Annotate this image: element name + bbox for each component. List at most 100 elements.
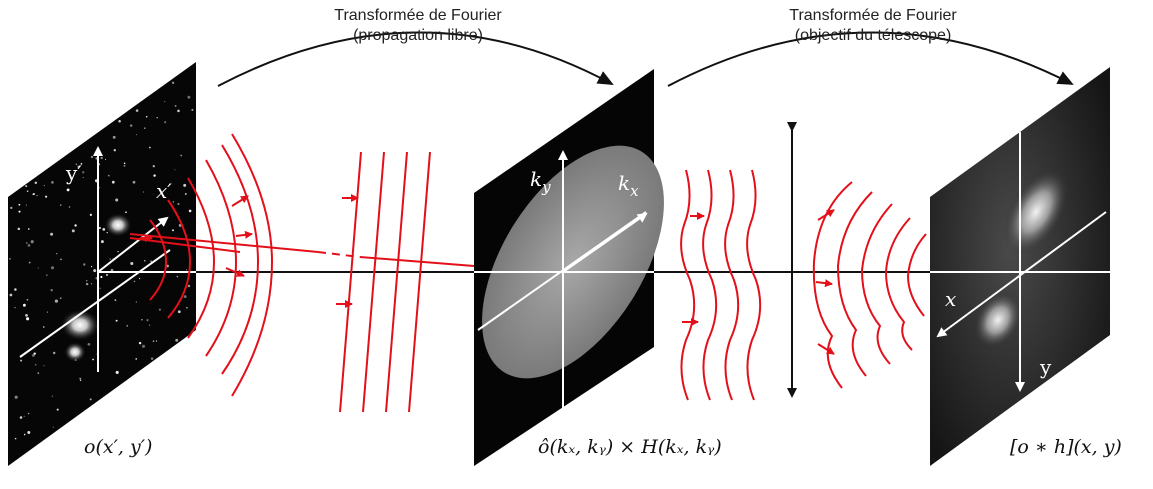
star: [150, 357, 154, 360]
star: [32, 193, 35, 196]
star: [18, 210, 21, 213]
star: [123, 164, 126, 167]
star: [117, 250, 119, 253]
star: [50, 289, 53, 292]
star: [87, 342, 91, 346]
star: [80, 163, 83, 165]
transform-arrow-right: [667, 31, 1074, 87]
star: [27, 412, 30, 415]
star: [107, 174, 110, 177]
object-axis-label-x: x′: [156, 179, 172, 203]
star: [135, 134, 138, 136]
caption-left-line2: (propagation libre): [353, 27, 483, 44]
star: [164, 121, 167, 124]
star: [153, 174, 156, 177]
star: [99, 287, 101, 289]
star: [98, 226, 101, 230]
star: [188, 209, 192, 213]
star: [25, 185, 28, 188]
star: [43, 185, 45, 187]
star: [43, 365, 45, 367]
star: [92, 358, 94, 361]
star: [59, 204, 62, 206]
star: [45, 274, 48, 276]
caption-right-line1: Transformée de Fourier: [789, 7, 957, 24]
star: [186, 306, 188, 309]
fourier-axis-label-ky: ky: [530, 167, 551, 196]
star: [85, 282, 89, 286]
star: [166, 264, 169, 268]
star: [100, 156, 103, 160]
formula-object: o(x′, y′): [84, 436, 153, 458]
star: [74, 224, 77, 227]
fourier-plane: ky kx: [474, 69, 664, 466]
star: [89, 213, 92, 216]
star: [31, 193, 34, 195]
star: [31, 353, 35, 357]
star: [51, 181, 54, 184]
star: [144, 127, 146, 129]
star: [126, 325, 128, 327]
star: [54, 299, 58, 303]
star: [150, 260, 152, 262]
star: [36, 194, 38, 197]
star: [43, 326, 45, 328]
spherical-wavefronts-source: [149, 133, 274, 397]
galaxy-upper: [104, 213, 132, 237]
star: [184, 193, 187, 195]
star: [23, 415, 25, 417]
object-plane-panel: [8, 62, 196, 466]
star: [132, 180, 136, 184]
star: [113, 149, 116, 152]
star: [34, 363, 37, 366]
fourier-axis-kx: [562, 212, 648, 273]
star: [176, 275, 179, 278]
star: [105, 273, 109, 277]
star: [82, 171, 85, 174]
star: [158, 308, 161, 311]
star: [144, 260, 146, 262]
star: [59, 258, 62, 261]
star: [125, 211, 127, 214]
star: [141, 344, 146, 348]
star: [89, 398, 92, 401]
ray-1: [129, 233, 319, 253]
star: [115, 319, 118, 322]
star: [171, 81, 175, 85]
star: [28, 261, 31, 264]
star: [27, 244, 31, 247]
star: [138, 341, 142, 345]
star: [175, 338, 179, 342]
star: [130, 262, 134, 265]
star: [183, 295, 187, 299]
star: [180, 154, 183, 157]
caption-right-line2: (objectif du télescope): [794, 27, 952, 44]
star: [129, 124, 133, 127]
star: [71, 229, 75, 233]
star: [25, 313, 28, 317]
star: [118, 120, 121, 123]
star: [109, 258, 112, 260]
star: [14, 437, 17, 440]
star: [82, 177, 84, 178]
star: [187, 284, 191, 288]
star: [141, 318, 143, 321]
star: [45, 195, 48, 198]
star: [79, 377, 82, 380]
star: [14, 306, 16, 309]
converging-wavefronts: [812, 181, 927, 389]
galaxy-lower: [60, 309, 100, 341]
star: [187, 95, 191, 99]
star: [50, 232, 54, 236]
star: [19, 416, 23, 419]
star: [9, 293, 13, 297]
star: [133, 280, 136, 283]
star: [14, 395, 18, 399]
star: [112, 135, 116, 139]
star: [50, 266, 55, 270]
star: [56, 408, 59, 411]
star: [152, 340, 155, 342]
transform-arrow-left: [217, 31, 614, 87]
distorted-wavefronts: [680, 169, 762, 401]
